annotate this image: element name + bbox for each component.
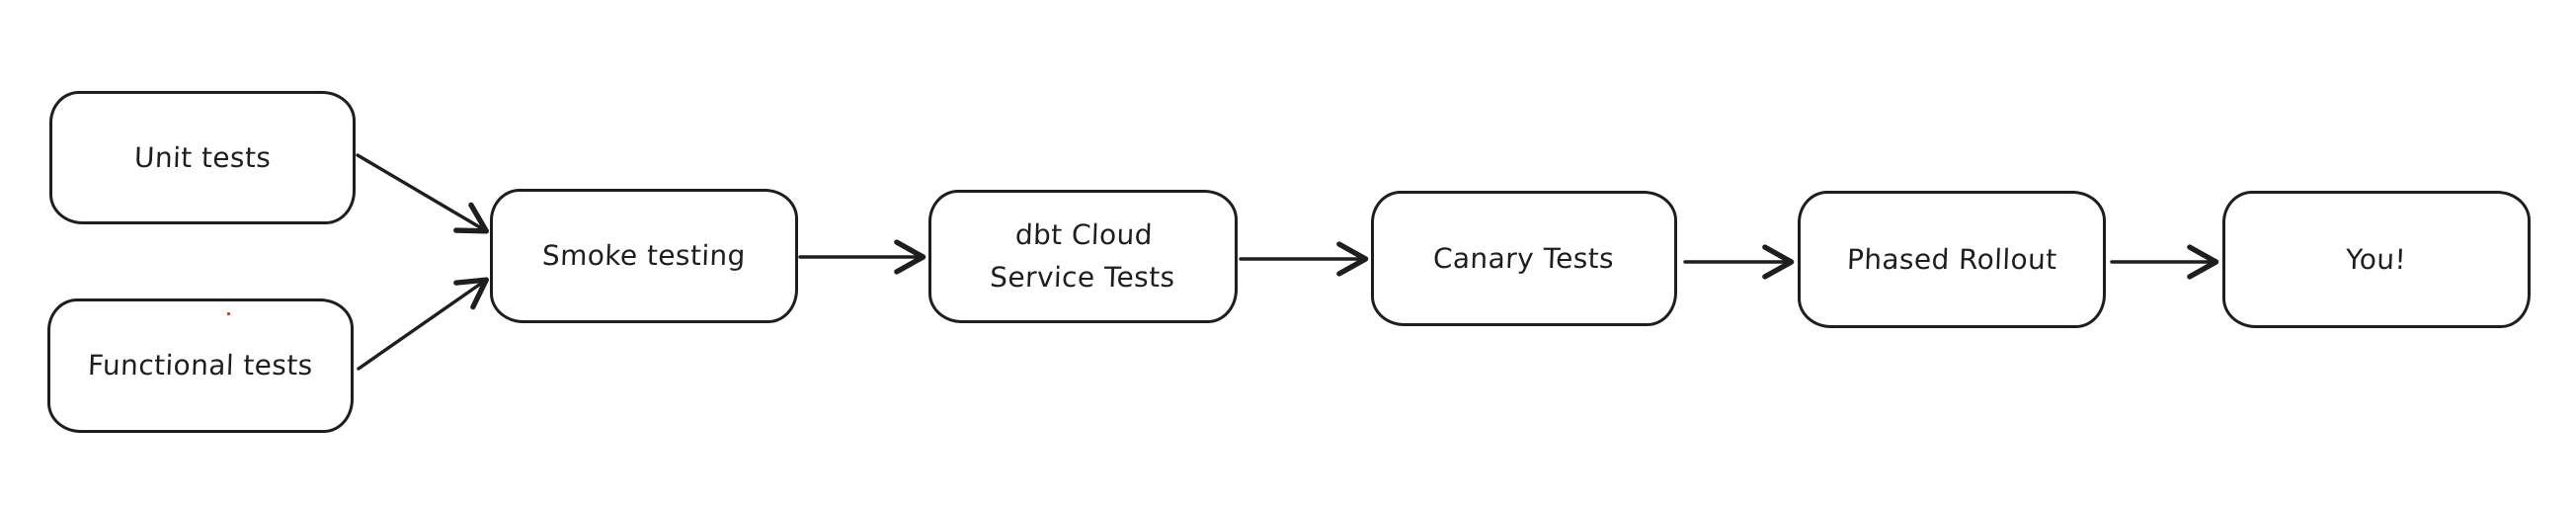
node-dbt-cloud-service-tests[interactable]: dbt Cloud Service Tests [928,190,1238,323]
node-unit-tests[interactable]: Unit tests [49,91,356,224]
edge-functional-tests-to-smoke-testing[interactable] [357,277,489,371]
node-smoke-testing-label: Smoke testing [541,239,747,273]
edge-unit-tests-to-smoke-testing[interactable] [356,153,490,234]
node-functional-tests[interactable]: Functional tests [47,298,354,433]
node-phased-rollout[interactable]: Phased Rollout [1798,191,2106,328]
node-canary-tests[interactable]: Canary Tests [1371,191,1677,326]
node-canary-tests-label: Canary Tests [1432,241,1616,275]
node-unit-tests-label: Unit tests [133,140,272,174]
node-functional-tests-label: Functional tests [87,349,314,382]
node-you-label: You! [2345,242,2408,276]
node-phased-rollout-label: Phased Rollout [1846,242,2057,276]
stray-red-mark [227,312,230,315]
node-smoke-testing[interactable]: Smoke testing [490,189,798,323]
node-dbt-cloud-service-tests-label: dbt Cloud Service Tests [989,218,1175,295]
node-you[interactable]: You! [2222,191,2531,328]
